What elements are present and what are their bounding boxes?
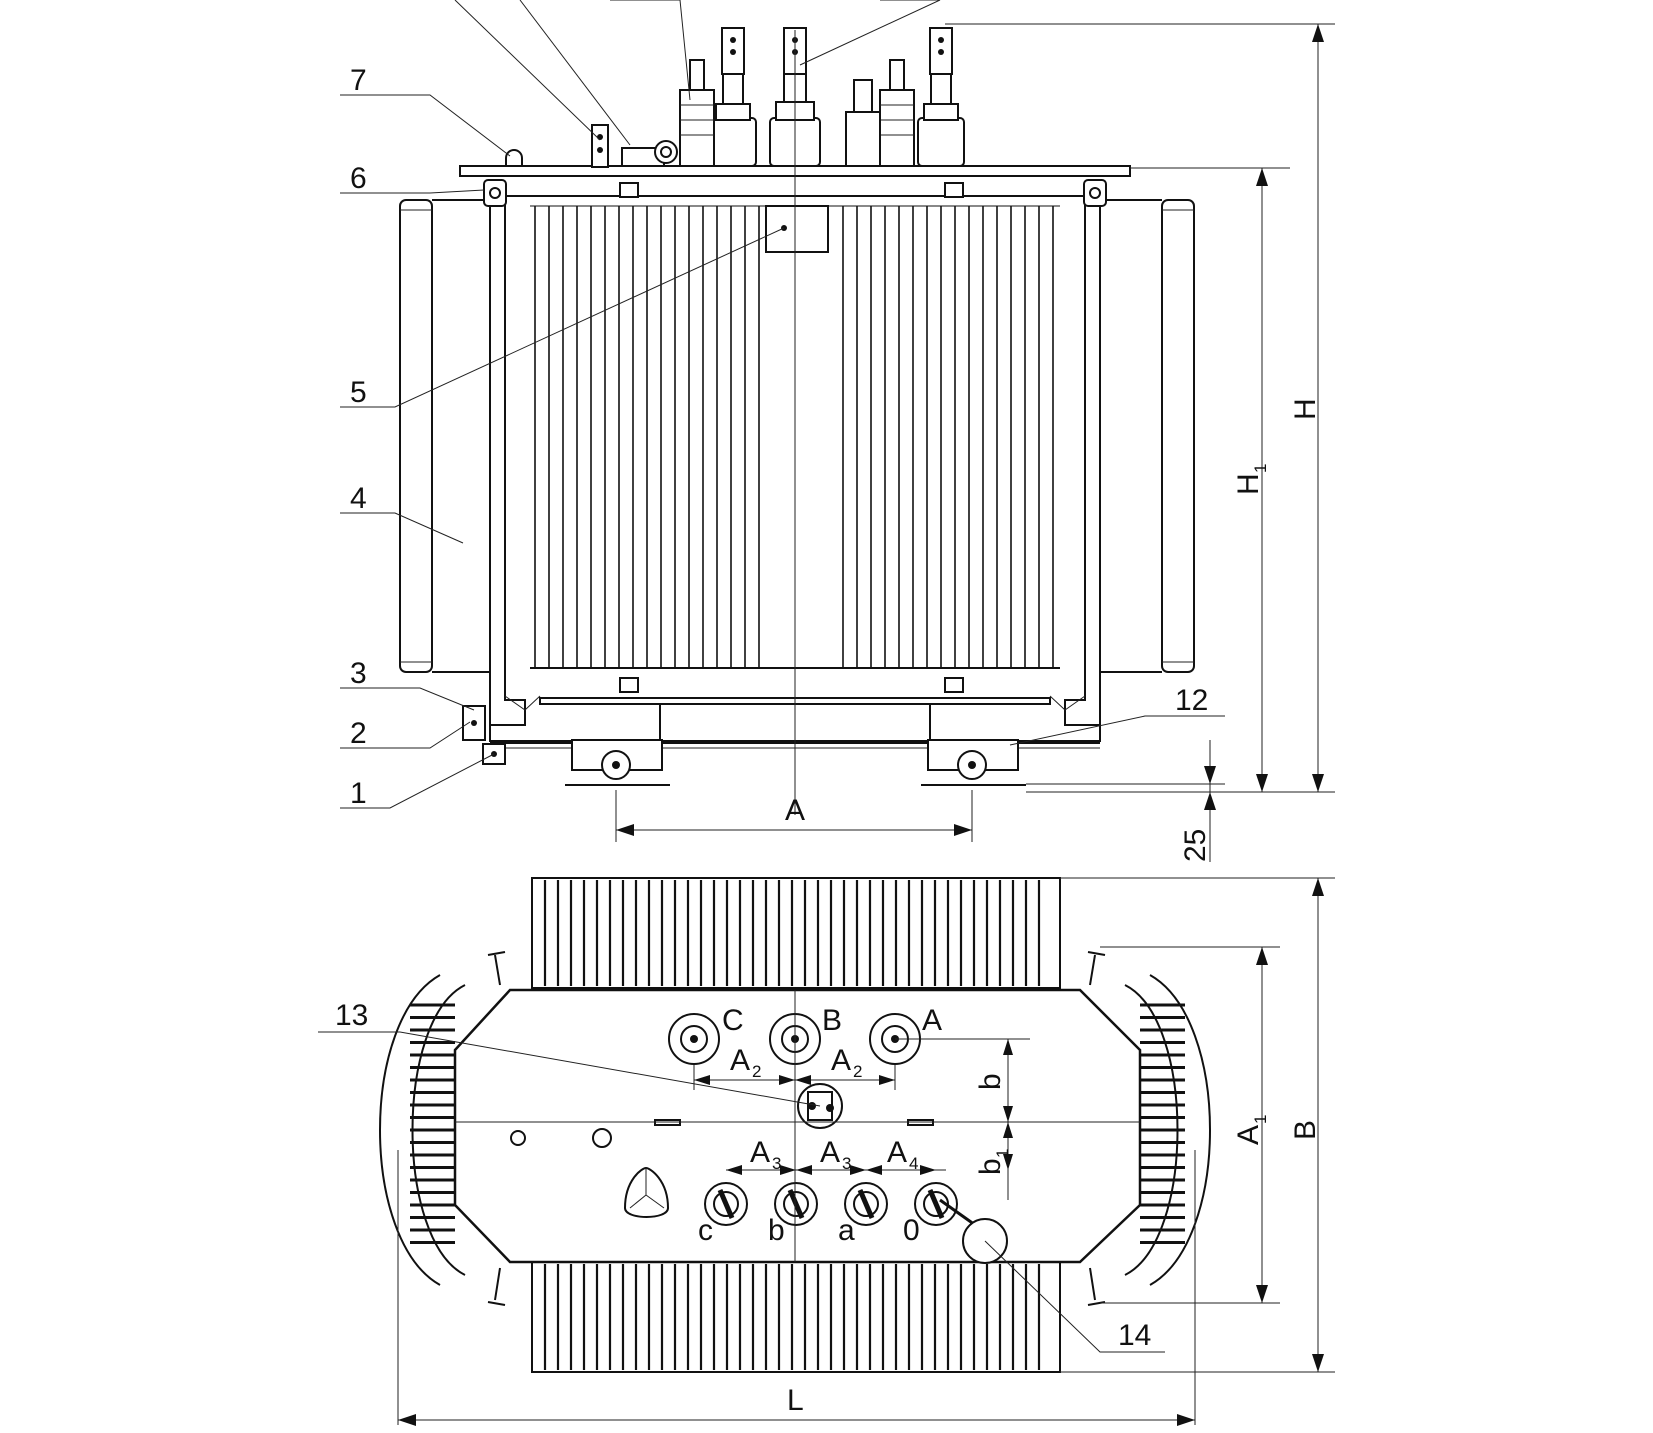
lv-terminals [704,1182,958,1226]
hv-bushing-right [917,27,965,167]
dim-H1: H [1232,473,1265,495]
dim-A2-left: A [730,1044,750,1077]
dim-L: L [787,1384,804,1417]
callouts: 7 6 5 4 3 2 1 12 13 14 [335,64,1208,1352]
callout-4: 4 [350,482,367,515]
callout-2: 2 [350,717,367,750]
dimension-labels: H H 1 A 25 B A 1 L A 2 A 2 A 3 A 3 A 4 b… [730,398,1322,1417]
dim-H: H [1289,398,1322,420]
hv-terminal-C [668,1013,720,1065]
front-view [340,0,1335,862]
dim-arrows-front [616,24,1324,836]
dim-B: B [1289,1120,1322,1140]
dim-A3-right-sub: 3 [842,1154,851,1173]
dim-b1-sub: 1 [993,1149,1012,1158]
callout-14: 14 [1118,1319,1151,1352]
radiator-bank-bottom [531,1261,1061,1373]
radiator-bank-top [531,877,1061,989]
callout-6: 6 [350,162,367,195]
dim-A3-right: A [820,1136,840,1169]
dim-b1: b [974,1158,1007,1175]
lv-label-0: 0 [903,1214,920,1247]
dim-A2-right: A [831,1044,851,1077]
lifting-lug-left [483,179,507,207]
lv-label-b: b [768,1214,785,1247]
callout-3: 3 [350,657,367,690]
radiator-fins-bottom [543,1264,1041,1370]
dim-b: b [974,1073,1007,1090]
nameplate [765,205,829,253]
radiator-arc-left [379,974,466,1286]
callout-5: 5 [350,376,367,409]
leader-lines-front [340,0,1225,809]
dim-A2-left-sub: 2 [752,1062,761,1081]
hv-label-B: B [822,1004,842,1037]
lv-label-c: c [698,1214,713,1247]
right-radiator [1100,199,1195,673]
callout-7: 7 [350,64,367,97]
dim-lines-front [615,23,1335,862]
callout-12: 12 [1175,684,1208,717]
hv-label-C: C [722,1004,744,1037]
dim-A4: A [887,1136,907,1169]
dim-A3-left: A [750,1136,770,1169]
hv-bushing-left [709,27,757,167]
lv-label-a: a [838,1214,855,1247]
tank-fins [530,205,1060,669]
radiator-arc-right [1124,974,1211,1286]
dim-A4-sub: 4 [909,1154,918,1173]
left-radiator [399,199,490,673]
callout-13: 13 [335,999,368,1032]
plan-view: C B A c b a 0 [318,877,1335,1426]
dim-A2-right-sub: 2 [853,1062,862,1081]
lv-bushing-mid [845,79,881,167]
wheel-right [921,739,1026,786]
lv-bushing-left [679,59,715,167]
wheel-left [565,739,670,786]
dim-A3-left-sub: 3 [772,1154,781,1173]
dim-A1: A [1232,1125,1265,1145]
radiator-fins-top [543,880,1041,986]
callout-1: 1 [350,777,367,810]
dim-A1-sub: 1 [1251,1115,1270,1124]
dim-H1-sub: 1 [1251,464,1270,473]
hv-label-A: A [922,1004,942,1037]
lv-bushing-right [879,59,915,167]
lifting-lug-right [1083,179,1107,207]
dim-A: A [785,794,805,827]
dim-25: 25 [1179,829,1212,862]
